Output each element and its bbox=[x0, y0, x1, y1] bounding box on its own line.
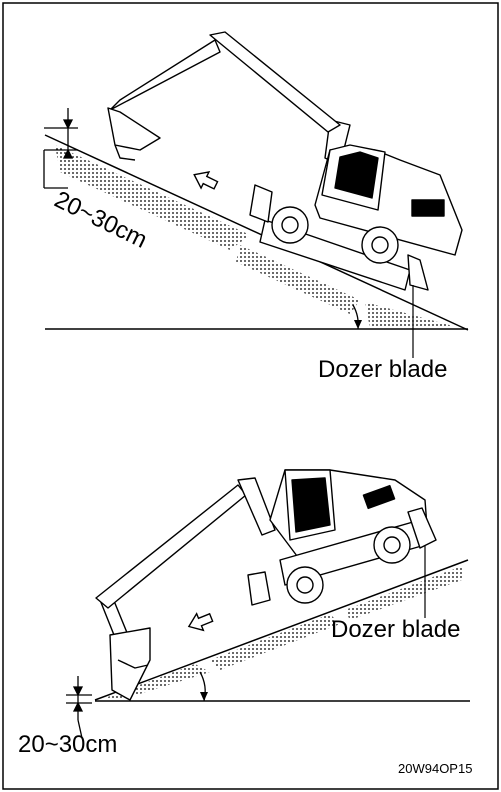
excavator-icon-top bbox=[107, 31, 463, 291]
direction-arrow-icon bbox=[193, 170, 219, 190]
ground-hatch-bottom-3 bbox=[345, 566, 462, 620]
ground-hatch-top-2 bbox=[236, 245, 360, 314]
scene-bottom bbox=[66, 469, 470, 739]
scene-top bbox=[43, 31, 469, 358]
excavator-icon-bottom bbox=[95, 469, 437, 701]
direction-arrow-icon-bottom bbox=[187, 612, 214, 632]
dimension-arrow-bottom bbox=[66, 676, 92, 739]
dozer-blade-label-top: Dozer blade bbox=[318, 356, 448, 383]
dimension-label-bottom: 20~30cm bbox=[18, 731, 118, 758]
ground-hatch-top bbox=[55, 145, 250, 250]
ground-hatch-bottom-2 bbox=[210, 614, 340, 670]
figure-code: 20W94OP15 bbox=[398, 761, 473, 776]
dimension-arrow-top bbox=[43, 108, 78, 189]
slope-line-bottom bbox=[94, 559, 469, 701]
slope-line-top bbox=[44, 134, 469, 331]
dozer-blade-label-bottom: Dozer blade bbox=[331, 616, 461, 643]
